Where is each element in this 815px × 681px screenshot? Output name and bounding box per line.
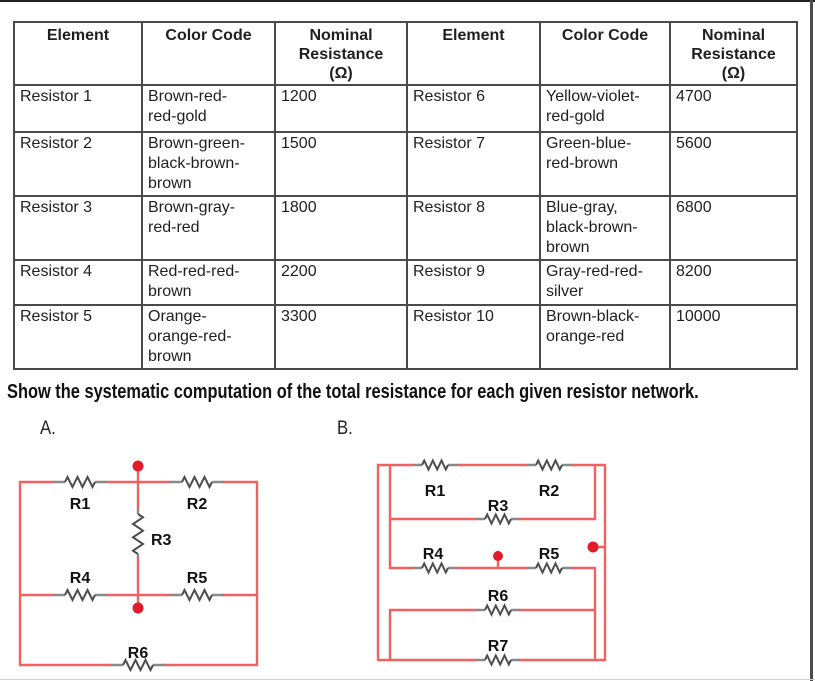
resistor-label-r3: R3 <box>488 498 509 515</box>
cell-color-code: Brown-gray- red-red <box>141 195 276 261</box>
resistor-label-r4: R4 <box>70 570 91 587</box>
resistor-label-r1: R1 <box>425 483 446 500</box>
resistor-symbol-r3 <box>476 512 520 526</box>
junction-dot-right <box>587 541 599 553</box>
cell-resistance: 1800 <box>274 195 408 261</box>
resistor-label-r2: R2 <box>539 483 560 500</box>
table-row: Resistor 1 Brown-red- red-gold 1200 Resi… <box>13 84 798 133</box>
question-prompt: Show the systematic computation of the t… <box>7 381 699 403</box>
resistor-label-r6: R6 <box>128 645 149 662</box>
cell-color-code: Brown-green- black-brown- brown <box>141 131 276 197</box>
resistor-symbol-r2 <box>170 474 224 490</box>
section-label-b: B. <box>337 418 353 439</box>
resistor-label-r7: R7 <box>488 638 509 655</box>
cell-element: Resistor 1 <box>13 84 143 133</box>
circuit-b-wires <box>376 463 607 662</box>
column-header-color-code-2: Color Code <box>539 21 671 86</box>
junction-dot-middle <box>493 551 503 561</box>
resistor-symbol-r6 <box>476 603 520 617</box>
column-header-color-code: Color Code <box>141 21 276 86</box>
cell-resistance: 4700 <box>669 84 798 133</box>
resistor-label-r5: R5 <box>187 570 208 587</box>
resistor-symbol-r4 <box>53 587 107 603</box>
cell-resistance: 6800 <box>669 195 798 261</box>
resistor-symbol-r5 <box>527 561 571 575</box>
cell-resistance: 2200 <box>274 259 408 306</box>
cell-color-code: Orange- orange-red- brown <box>141 304 276 370</box>
cell-color-code: Gray-red-red- silver <box>539 259 671 306</box>
junction-dot-bottom <box>132 602 144 614</box>
page-top-border <box>0 0 815 2</box>
cell-element: Resistor 9 <box>406 259 541 306</box>
resistor-symbol-r6 <box>111 657 165 673</box>
cell-element: Resistor 6 <box>406 84 541 133</box>
resistor-symbol-r1 <box>53 474 107 490</box>
column-header-nominal-resistance-2: Nominal Resistance (Ω) <box>669 21 798 86</box>
section-label-a: A. <box>40 418 56 439</box>
resistor-symbol-r3 <box>131 510 145 558</box>
resistor-symbol-r4 <box>413 561 457 575</box>
resistor-table: Element Color Code Nominal Resistance (Ω… <box>13 21 798 370</box>
cell-color-code: Green-blue- red-brown <box>539 131 671 197</box>
cell-element: Resistor 8 <box>406 195 541 261</box>
table-header-row: Element Color Code Nominal Resistance (Ω… <box>13 21 798 86</box>
cell-element: Resistor 5 <box>13 304 143 370</box>
cell-resistance: 1500 <box>274 131 408 197</box>
resistor-label-r2: R2 <box>187 496 208 513</box>
resistor-symbol-r1 <box>413 458 457 472</box>
resistor-symbol-r7 <box>476 653 520 667</box>
table-row: Resistor 4 Red-red-red- brown 2200 Resis… <box>13 259 798 306</box>
cell-element: Resistor 7 <box>406 131 541 197</box>
page-right-border <box>810 0 813 681</box>
cell-color-code: Brown-black- orange-red <box>539 304 671 370</box>
resistor-label-r3: R3 <box>151 532 172 549</box>
resistor-label-r1: R1 <box>70 496 91 513</box>
column-header-element: Element <box>13 21 143 86</box>
circuit-a-diagram: R1 R2 R3 R4 R5 R6 <box>18 460 259 673</box>
circuit-a-wires <box>18 464 259 667</box>
resistor-symbol-r2 <box>527 458 571 472</box>
cell-resistance: 10000 <box>669 304 798 370</box>
cell-resistance: 1200 <box>274 84 408 133</box>
column-header-element-2: Element <box>406 21 541 86</box>
cell-color-code: Brown-red- red-gold <box>141 84 276 133</box>
cell-color-code: Blue-gray, black-brown- brown <box>539 195 671 261</box>
cell-element: Resistor 10 <box>406 304 541 370</box>
resistor-label-r5: R5 <box>539 546 560 563</box>
cell-element: Resistor 4 <box>13 259 143 306</box>
cell-resistance: 5600 <box>669 131 798 197</box>
table-row: Resistor 2 Brown-green- black-brown- bro… <box>13 131 798 197</box>
table-row: Resistor 5 Orange- orange-red- brown 330… <box>13 304 798 370</box>
page-bottom-border <box>0 679 815 680</box>
column-header-nominal-resistance: Nominal Resistance (Ω) <box>274 21 408 86</box>
cell-resistance: 8200 <box>669 259 798 306</box>
cell-color-code: Red-red-red- brown <box>141 259 276 306</box>
resistor-label-r6: R6 <box>488 588 509 605</box>
resistor-label-r4: R4 <box>423 546 444 563</box>
cell-element: Resistor 3 <box>13 195 143 261</box>
circuit-b-diagram: R1 R2 R3 R4 R5 R6 R7 <box>376 458 607 667</box>
junction-dot-top <box>132 460 144 472</box>
cell-element: Resistor 2 <box>13 131 143 197</box>
resistor-symbol-r5 <box>170 587 224 603</box>
cell-resistance: 3300 <box>274 304 408 370</box>
cell-color-code: Yellow-violet- red-gold <box>539 84 671 133</box>
table-row: Resistor 3 Brown-gray- red-red 1800 Resi… <box>13 195 798 261</box>
